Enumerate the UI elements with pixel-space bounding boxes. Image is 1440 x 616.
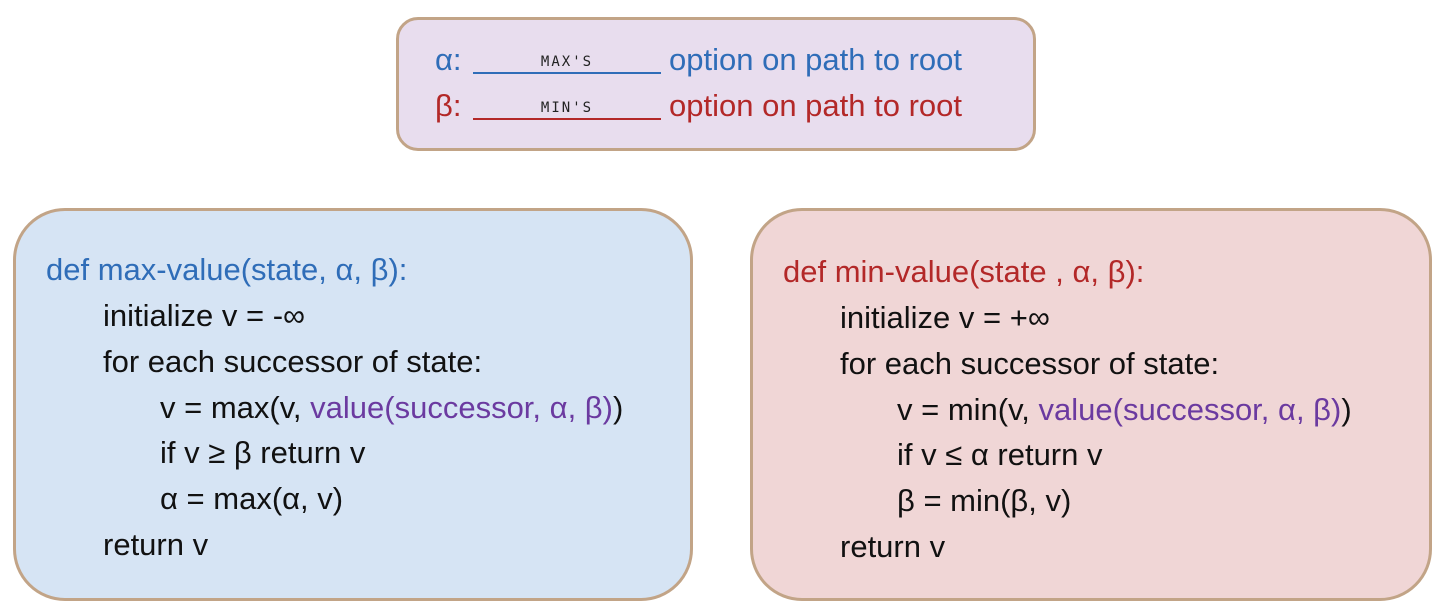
alpha-symbol: α:: [435, 42, 462, 77]
max-value-line-for-each: for each successor of state:: [103, 344, 483, 379]
min-value-line-update: v = min(v, value(successor, α, β)): [897, 390, 1352, 430]
beta-handwritten-answer: MIN'S: [540, 100, 594, 116]
alpha-definition-text: option on path to root: [669, 42, 963, 77]
max-value-update-prefix: v = max(v,: [160, 390, 311, 425]
min-value-line-for-each: for each successor of state:: [840, 346, 1220, 381]
min-value-line-prune: if v ≤ α return v: [897, 437, 1103, 472]
alpha-blank: MAX'S: [473, 42, 661, 74]
min-value-recursive-call: value(successor, α, β): [1038, 392, 1342, 427]
max-value-update-suffix: ): [612, 390, 624, 425]
max-value-line-update: v = max(v, value(successor, α, β)): [160, 388, 623, 428]
beta-definition: β: MIN'S option on path to root: [435, 88, 962, 128]
min-value-update-suffix: ): [1341, 392, 1352, 427]
min-value-line-initialize: initialize v = +∞: [840, 300, 1050, 335]
max-value-box: def max-value(state, α, β): initialize v…: [13, 208, 693, 601]
min-value-update-prefix: v = min(v,: [897, 392, 1039, 427]
max-value-header: def max-value(state, α, β):: [46, 252, 408, 287]
min-value-line-beta-update: β = min(β, v): [897, 483, 1072, 518]
max-value-line-initialize: initialize v = -∞: [103, 298, 306, 333]
alpha-definition: α: MAX'S option on path to root: [435, 42, 962, 82]
beta-definition-text: option on path to root: [669, 88, 963, 123]
max-value-line-return: return v: [103, 527, 209, 562]
min-value-box: def min-value(state , α, β): initialize …: [750, 208, 1432, 601]
max-value-recursive-call: value(successor, α, β): [310, 390, 613, 425]
beta-blank: MIN'S: [473, 88, 661, 120]
min-value-header: def min-value(state , α, β):: [783, 254, 1145, 289]
definition-box: α: MAX'S option on path to root β: MIN'S…: [396, 17, 1036, 151]
alpha-blank-line: [473, 72, 661, 74]
beta-symbol: β:: [435, 88, 462, 123]
min-value-line-return: return v: [840, 529, 946, 564]
alpha-handwritten-answer: MAX'S: [540, 54, 594, 70]
beta-blank-line: [473, 118, 661, 120]
max-value-line-prune: if v ≥ β return v: [160, 435, 366, 470]
max-value-line-alpha-update: α = max(α, v): [160, 481, 344, 516]
